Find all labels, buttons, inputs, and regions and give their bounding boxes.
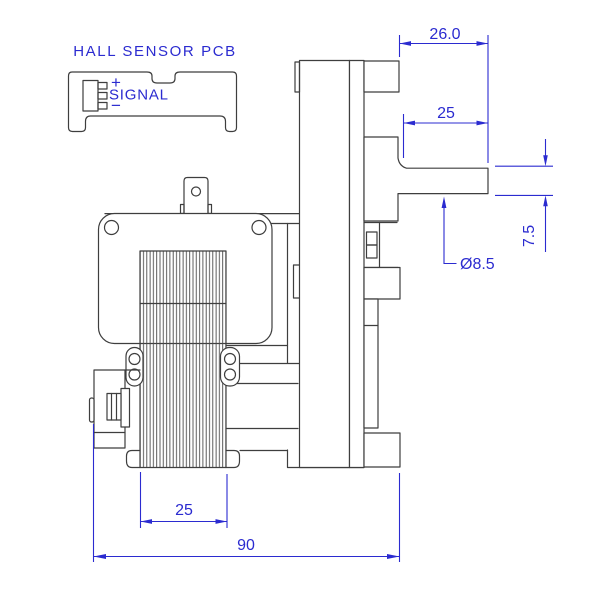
bolt-washer <box>120 387 131 428</box>
pin-signal-label: SIGNAL <box>109 87 169 104</box>
mounting-boss-top <box>363 60 400 93</box>
pcb-3pin-connector <box>82 79 108 112</box>
motor-assembly <box>88 176 301 469</box>
connector-pin-minus <box>97 101 108 110</box>
gearbox-assembly <box>286 59 489 469</box>
dimension-90 <box>92 424 401 562</box>
bolt-tip <box>88 397 95 423</box>
dimension-25-shaft <box>402 114 488 158</box>
dimension-7-5 <box>495 139 553 252</box>
notch-screw-bottom <box>365 244 378 259</box>
dimension-25-coil <box>139 472 228 528</box>
pcb-title-label: HALL SENSOR PCB <box>73 43 237 60</box>
dim-90-label: 90 <box>237 537 255 554</box>
mounting-boss-middle <box>363 266 401 300</box>
dimension-diameter-8-5 <box>441 196 457 265</box>
dim-diameter-label: Ø8.5 <box>460 256 495 273</box>
foot-left <box>125 449 141 469</box>
coil-winding <box>139 250 227 469</box>
pin-plus-label: + <box>111 73 121 92</box>
pin-minus-label: − <box>111 96 121 115</box>
notch-screw-top <box>365 231 378 246</box>
stator-screw-hole-left <box>103 219 120 236</box>
gearbox-cover-plate <box>348 59 365 469</box>
mounting-bolt <box>106 387 131 428</box>
dim-25-shaft-label: 25 <box>437 105 455 122</box>
hall-sensor-pcb-outline <box>67 71 238 133</box>
mounting-boss-bottom <box>363 432 401 468</box>
connector-pin-plus <box>97 81 108 90</box>
terminal-hole <box>190 186 202 197</box>
gearbox-side-strip <box>363 298 379 429</box>
dimension-26 <box>398 35 489 163</box>
output-shaft <box>363 136 489 222</box>
gearbox-housing <box>298 59 351 469</box>
bolt-hex-head <box>106 392 122 421</box>
dim-7-5-label: 7.5 <box>521 225 538 247</box>
connector-pin-signal <box>97 91 108 100</box>
bobbin-ear-right <box>219 346 241 387</box>
housing-top-tab <box>294 61 301 93</box>
foot-right <box>225 449 241 469</box>
dim-26-label: 26.0 <box>429 26 460 43</box>
dim-25-coil-label: 25 <box>175 502 193 519</box>
terminal-spade <box>179 176 213 215</box>
bobbin-ear-left <box>125 346 144 387</box>
stator-screw-hole-right <box>251 219 267 236</box>
gearbox-notch <box>363 221 399 269</box>
